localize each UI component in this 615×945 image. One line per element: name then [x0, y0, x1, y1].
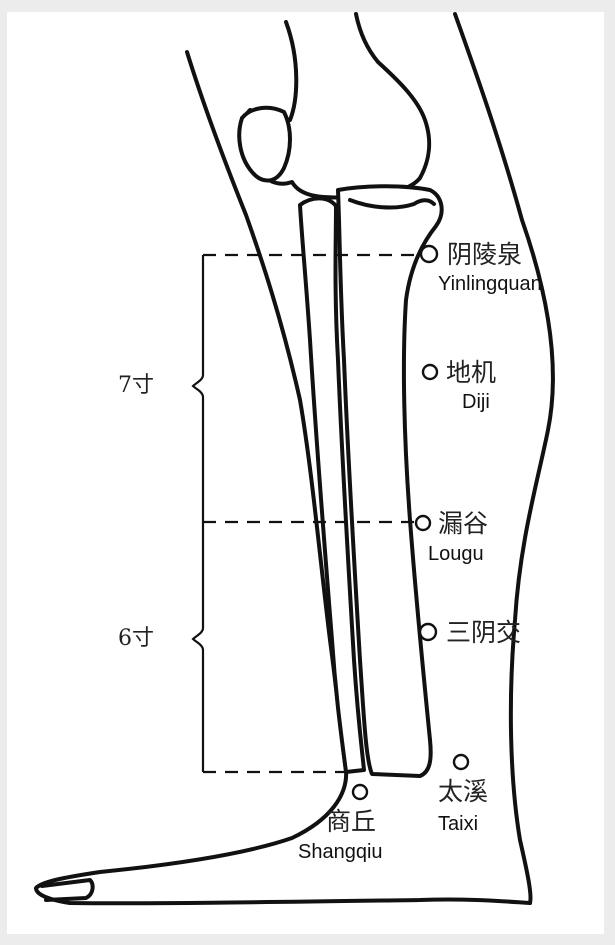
point-taixi	[454, 755, 468, 769]
label-lougu-cn: 漏谷	[438, 509, 488, 538]
point-diji	[423, 365, 437, 379]
label-diji-en: Diji	[462, 391, 490, 413]
measure-lower-label: 6寸	[118, 626, 154, 651]
point-lougu	[416, 516, 430, 530]
label-taixi-en: Taixi	[438, 813, 478, 835]
label-shangqiu-en: Shangqiu	[298, 841, 383, 863]
measure-upper-label: 7寸	[118, 373, 154, 398]
label-yinlingquan-cn: 阴陵泉	[447, 240, 522, 269]
label-lougu-en: Lougu	[428, 543, 484, 565]
label-diji-cn: 地机	[446, 358, 496, 387]
point-yinlingquan	[421, 246, 437, 262]
label-taixi-cn: 太溪	[438, 777, 488, 806]
label-yinlingquan-en: Yinlingquan	[438, 273, 542, 295]
label-shangqiu-cn: 商丘	[326, 807, 376, 836]
point-sanyinjiao	[420, 624, 436, 640]
point-shangqiu	[353, 785, 367, 799]
label-sanyinjiao-cn: 三阴交	[446, 618, 521, 647]
